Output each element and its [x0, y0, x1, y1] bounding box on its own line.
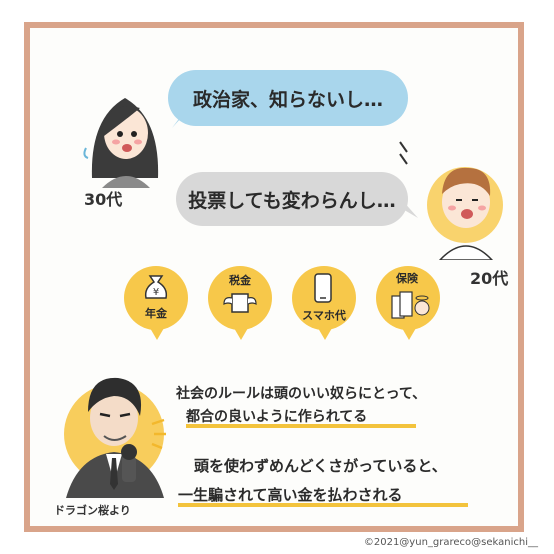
speech-text-20s: 投票しても変わらんし…: [188, 189, 396, 212]
speech-bubble-30s: 政治家、知らないし…: [168, 70, 408, 126]
man-20s-illustration: [427, 167, 503, 260]
age-label-30s: 30代: [84, 190, 123, 209]
topic-label-phone: スマホ代: [302, 309, 346, 322]
coin-pointer-icon: [234, 328, 248, 340]
quote-highlight-4: [178, 503, 468, 507]
insurance-angel-icon: [391, 291, 430, 319]
quote-line-2: 都合の良いように作られてる: [186, 409, 368, 425]
credit-text: ©2021@yun_grareco@sekanichi__: [363, 537, 538, 548]
flying-money-icon: [223, 293, 257, 313]
quote-line-1: 社会のルールは頭のいい奴らにとって、: [176, 386, 427, 402]
source-caption: ドラゴン桜より: [54, 504, 131, 517]
topic-label-tax: 税金: [229, 274, 251, 287]
quote-line-3: 頭を使わずめんどくさがっていると、: [194, 457, 447, 475]
svg-text:¥: ¥: [153, 287, 159, 298]
coin-pointer-icon: [402, 328, 416, 340]
topic-label-insurance: 保険: [396, 272, 418, 285]
topic-label-pension: 年金: [145, 307, 167, 320]
woman-30s-illustration: [83, 98, 159, 188]
coin-pointer-icon: [318, 328, 332, 340]
speech-bubble-20s: 投票しても変わらんし…: [176, 172, 408, 226]
bubble-tail-icon: [394, 200, 418, 218]
smartphone-icon: [314, 273, 332, 303]
coin-pointer-icon: [150, 328, 164, 340]
bubble-tail-icon: [172, 108, 190, 128]
age-label-20s: 20代: [470, 269, 509, 288]
quote-highlight-2: [186, 424, 416, 428]
quote-line-4: 一生騙されて高い金を払わされる: [178, 486, 403, 504]
frustration-mark-icon: [399, 141, 408, 165]
speech-text-30s: 政治家、知らないし…: [192, 88, 383, 111]
teacher-illustration: [64, 377, 166, 498]
money-bag-icon: ¥: [144, 275, 168, 299]
